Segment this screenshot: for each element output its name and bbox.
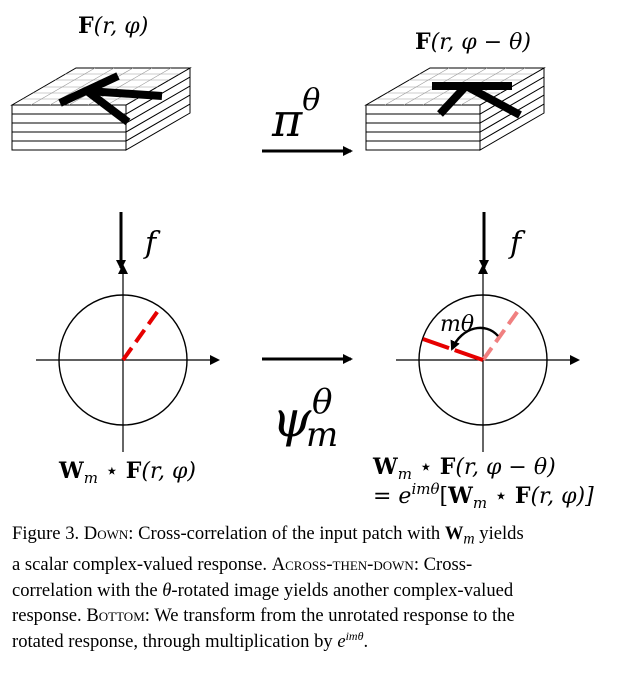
stack-layer-front bbox=[11, 131, 127, 142]
stack-layer-front bbox=[365, 131, 481, 142]
figure-caption: Figure 3. Down: Cross-correlation of the… bbox=[12, 523, 524, 652]
down-arrow-right-label: f bbox=[508, 226, 526, 261]
caption-across: Across-then-down bbox=[271, 554, 414, 576]
right-feature-stack bbox=[364, 67, 546, 151]
response-vector-left bbox=[121, 306, 162, 362]
left-complex-plane bbox=[36, 264, 220, 452]
stack-layer-front bbox=[11, 122, 127, 133]
top-left-label: F(r, φ) bbox=[78, 13, 148, 39]
stack-layer-front bbox=[365, 140, 481, 151]
rotation-label: mθ bbox=[440, 312, 474, 337]
caption-down: Down bbox=[83, 523, 129, 544]
stack-layer-front bbox=[365, 113, 481, 124]
bottom-left-label: Wm ⋆ F(r, φ) bbox=[58, 458, 196, 487]
bottom-right-label-line2: = eimθ[Wm ⋆ F(r, φ)] bbox=[373, 480, 594, 512]
top-right-label: F(r, φ − θ) bbox=[415, 29, 531, 55]
caption-bottom: Bottom bbox=[86, 605, 145, 627]
unrotated-vector bbox=[481, 306, 522, 362]
stack-layer-front bbox=[11, 113, 127, 124]
stack-layer-front bbox=[11, 140, 127, 151]
left-feature-stack bbox=[10, 67, 192, 151]
stack-layer-front bbox=[365, 104, 481, 115]
k-glyph-right bbox=[432, 82, 522, 119]
k-glyph-left bbox=[58, 72, 163, 126]
right-complex-plane: mθ bbox=[396, 264, 580, 452]
bottom-right-label-line1: Wm ⋆ F(r, φ − θ) bbox=[372, 454, 556, 483]
stack-layer-front bbox=[365, 122, 481, 133]
caption-prefix: Figure 3. bbox=[12, 523, 80, 544]
rotated-vector bbox=[422, 337, 484, 362]
rotation-arc bbox=[450, 326, 499, 351]
down-arrow-left-label: f bbox=[143, 226, 161, 261]
top-arrow-label: πθ bbox=[271, 83, 320, 147]
